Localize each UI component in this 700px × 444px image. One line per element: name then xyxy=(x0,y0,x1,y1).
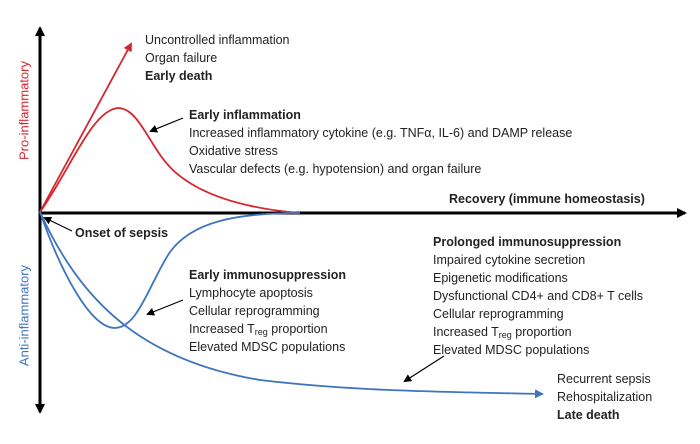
early-inflammation-title: Early inflammation xyxy=(189,108,301,122)
uncontrolled-inflammation-arrow xyxy=(39,42,132,213)
late-line-2: Rehospitalization xyxy=(557,390,653,404)
late-death-label: Late death xyxy=(557,408,620,422)
onset-pointer xyxy=(43,216,73,232)
early-immunosuppression-text: Early immunosuppression Lymphocyte apopt… xyxy=(189,266,346,356)
early-inflammation-curve xyxy=(39,107,301,214)
early-immuno-line-4: Elevated MDSC populations xyxy=(189,340,346,354)
early-immunosuppression-curve xyxy=(39,211,301,329)
prolonged-immunosuppression-title: Prolonged immunosuppression xyxy=(433,235,622,249)
early-immuno-line-1: Lymphocyte apoptosis xyxy=(189,286,313,300)
early-inflammation-line-1: Increased inflammatory cytokine (e.g. TN… xyxy=(189,126,573,140)
early-immuno-line-2: Cellular reprogramming xyxy=(189,304,320,318)
prolonged-line-6: Elevated MDSC populations xyxy=(433,343,590,357)
early-inflammation-pointer xyxy=(149,117,184,133)
early-immunosuppression-title: Early immunosuppression xyxy=(189,268,346,282)
recovery-label: Recovery (immune homeostasis) xyxy=(449,192,645,206)
onset-of-sepsis-label: Onset of sepsis xyxy=(75,226,169,240)
early-immuno-treg-line: Increased Treg proportion xyxy=(189,322,328,337)
uncontrolled-line-1: Uncontrolled inflammation xyxy=(145,33,290,47)
prolonged-immunosuppression-pointer xyxy=(403,355,445,383)
anti-inflammatory-label: Anti-inflammatory xyxy=(16,264,32,367)
late-outcomes-text: Recurrent sepsis Rehospitalization Late … xyxy=(557,370,652,424)
prolonged-line-2: Epigenetic modifications xyxy=(433,271,568,285)
prolonged-immunosuppression-text: Prolonged immunosuppression Impaired cyt… xyxy=(433,233,643,359)
early-inflammation-line-2: Oxidative stress xyxy=(189,144,278,158)
pro-inflammatory-label: Pro-inflammatory xyxy=(16,61,32,160)
early-death-label: Early death xyxy=(145,69,213,83)
uncontrolled-inflammation-text: Uncontrolled inflammation Organ failure … xyxy=(145,31,290,85)
prolonged-line-3: Dysfunctional CD4+ and CD8+ T cells xyxy=(433,289,644,303)
early-inflammation-text: Early inflammation Increased inflammator… xyxy=(189,106,572,178)
prolonged-line-4: Cellular reprogramming xyxy=(433,307,564,321)
early-immunosuppression-pointer xyxy=(146,299,184,316)
uncontrolled-line-2: Organ failure xyxy=(145,51,218,65)
late-line-1: Recurrent sepsis xyxy=(557,372,651,386)
early-inflammation-line-3: Vascular defects (e.g. hypotension) and … xyxy=(189,162,482,176)
prolonged-immunosuppression-curve xyxy=(39,211,544,399)
prolonged-line-1: Impaired cytokine secretion xyxy=(433,253,586,267)
prolonged-treg-line: Increased Treg proportion xyxy=(433,325,572,340)
